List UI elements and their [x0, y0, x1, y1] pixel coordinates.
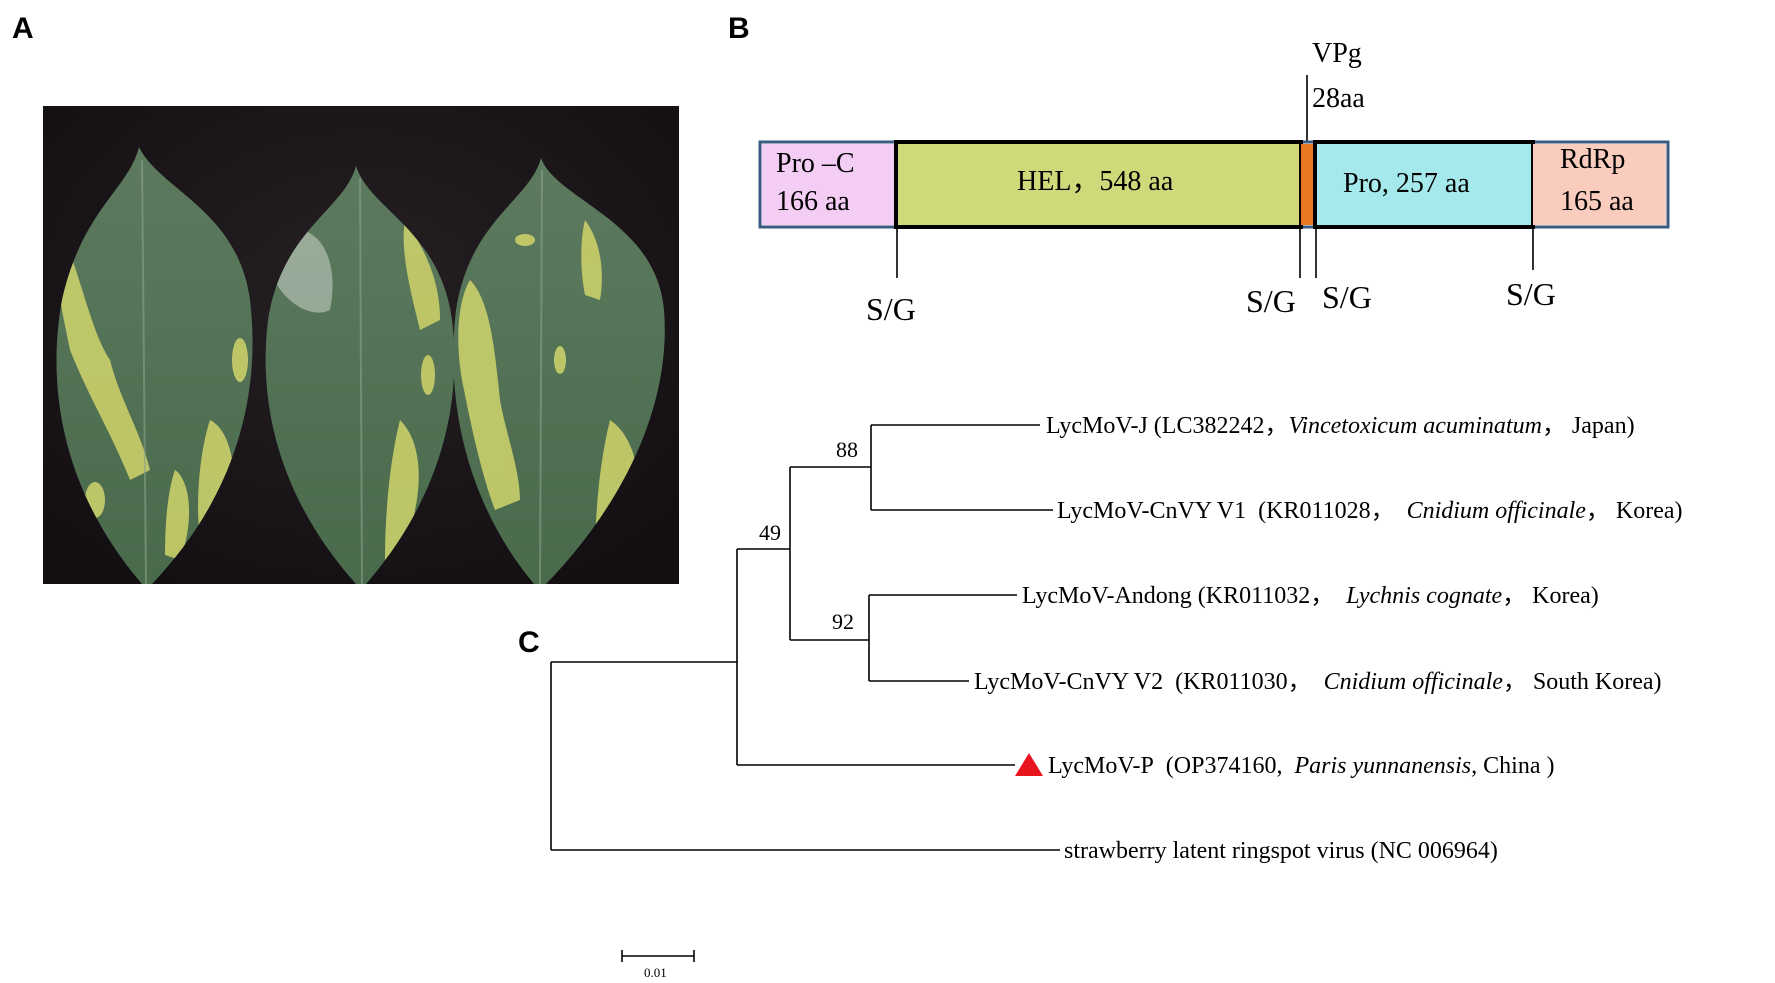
- panel-label-c: C: [518, 626, 540, 659]
- phylogenetic-tree: 88 49 92 LycMoV-J (LC382242，Vincetoxicum…: [550, 413, 1683, 980]
- segment-hel: [894, 140, 1303, 229]
- bootstrap-92: 92: [832, 609, 854, 634]
- segment-rdrp: [1533, 144, 1666, 225]
- leaf-label-lycmov-j: LycMoV-J (LC382242，Vincetoxicum acuminat…: [1046, 413, 1635, 439]
- leaf-label-cnvyv2: LycMoV-CnVY V2 (KR011030， Cnidium offici…: [974, 669, 1662, 695]
- segment-pro-c-size: 166 aa: [776, 186, 850, 217]
- panel-label-a: A: [12, 12, 34, 45]
- bootstrap-49: 49: [759, 520, 781, 545]
- panel-label-b: B: [728, 12, 750, 45]
- segment-rdrp-size: 165 aa: [1560, 186, 1634, 217]
- scale-bar: 0.01: [621, 950, 695, 980]
- leaf-right: [453, 158, 665, 584]
- leaf-photo: [43, 106, 679, 584]
- cleavage-label-1: S/G: [866, 291, 916, 327]
- cleavage-label-2: S/G: [1246, 283, 1296, 319]
- cleavage-label-4: S/G: [1506, 276, 1556, 312]
- segment-pro-label: Pro, 257 aa: [1343, 168, 1470, 199]
- segment-pro-c-name: Pro –C: [776, 148, 855, 179]
- vpg-label: VPg: [1312, 38, 1362, 69]
- cleavage-label-3: S/G: [1322, 279, 1372, 315]
- segment-hel-label: HEL，548 aa: [1017, 166, 1174, 197]
- highlight-triangle-icon: [1015, 753, 1043, 776]
- leaf-label-cnvyv1: LycMoV-CnVY V1 (KR011028， Cnidium offici…: [1057, 498, 1683, 524]
- segment-vpg: [1301, 144, 1315, 225]
- bootstrap-88: 88: [836, 437, 858, 462]
- leaf-label-strawberry: strawberry latent ringspot virus (NC 006…: [1064, 838, 1498, 864]
- segment-pro-c: [762, 144, 896, 225]
- scale-bar-label: 0.01: [644, 965, 667, 980]
- segment-rdrp-name: RdRp: [1560, 144, 1625, 175]
- leaf-middle: [265, 166, 455, 584]
- genome-map: VPg 28aa Pro –C 166 aa HEL，548 aa Pro, 2…: [758, 38, 1670, 327]
- leaf-left: [56, 147, 253, 584]
- vpg-size: 28aa: [1312, 83, 1365, 114]
- leaf-label-andong: LycMoV-Andong (KR011032， Lychnis cognate…: [1022, 583, 1599, 609]
- leaf-label-lycmov-p: LycMoV-P (OP374160, Paris yunnanensis, C…: [1048, 753, 1554, 779]
- segment-pro: [1313, 140, 1535, 229]
